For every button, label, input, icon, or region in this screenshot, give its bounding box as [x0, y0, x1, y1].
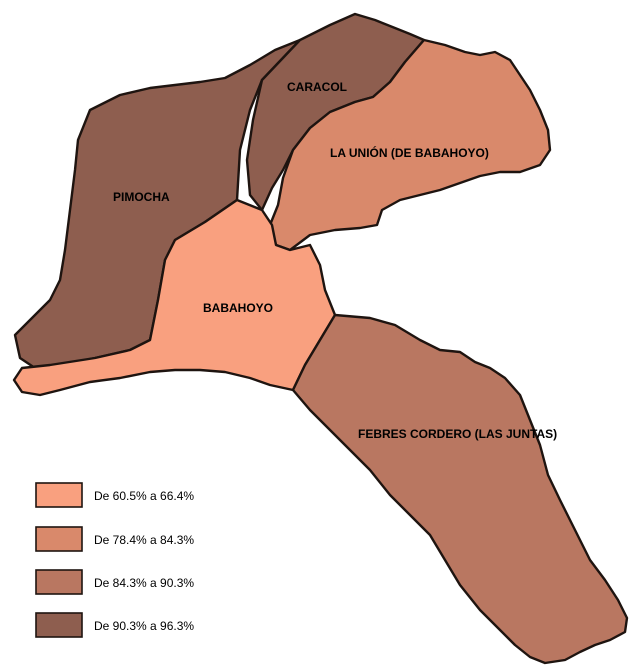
legend-label: De 60.5% a 66.4% [94, 489, 194, 503]
region-label-pimocha: PIMOCHA [113, 190, 170, 204]
legend-label: De 90.3% a 96.3% [94, 619, 194, 633]
legend-swatch [35, 612, 83, 638]
legend-swatch [35, 569, 83, 595]
legend-label: De 84.3% a 90.3% [94, 576, 194, 590]
region-label-caracol: CARACOL [287, 80, 347, 94]
legend-label: De 78.4% a 84.3% [94, 533, 194, 547]
region-label-babahoyo: BABAHOYO [203, 301, 273, 315]
map-legend: De 60.5% a 66.4% De 78.4% a 84.3% De 84.… [35, 482, 194, 638]
region-label-la-union: LA UNIÓN (DE BABAHOYO) [330, 145, 489, 160]
region-label-febres-cordero: FEBRES CORDERO (LAS JUNTAS) [358, 427, 557, 441]
legend-swatch [35, 482, 83, 508]
region-febres-cordero[interactable] [291, 313, 629, 665]
region-la-union[interactable] [268, 38, 552, 252]
region-babahoyo[interactable] [12, 198, 337, 397]
legend-swatch [35, 526, 83, 552]
